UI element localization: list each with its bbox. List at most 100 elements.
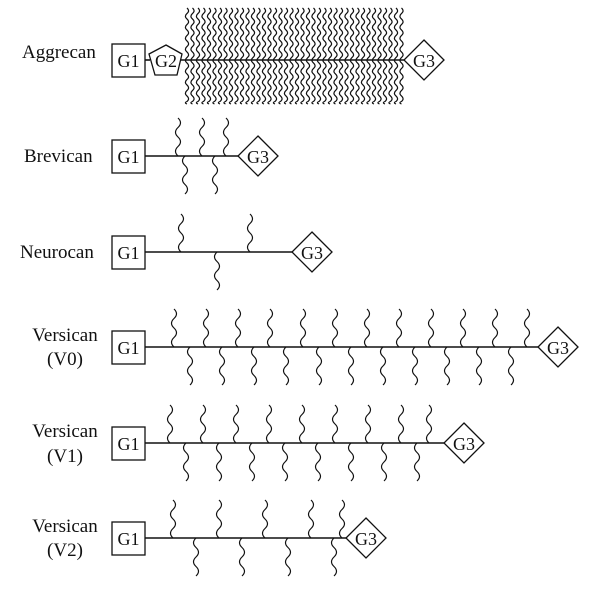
aggrecan-gag-strand [311, 7, 316, 105]
versican-v0-gag-chain-down [507, 346, 515, 386]
brevican-gag-chains [174, 117, 230, 195]
aggrecan-gag-strand [327, 7, 333, 105]
row-neurocan: Neurocan G1 G3 [20, 213, 333, 291]
versican-v0-gag-chain-up [266, 308, 274, 348]
aggrecan-gag-strand [382, 7, 388, 105]
row-versican-v0: Versican (V0) G1 G3 [32, 308, 579, 386]
row-label-aggrecan: Aggrecan [22, 42, 96, 63]
aggrecan-gag-strand [294, 7, 300, 105]
aggrecan-gag-strand [195, 7, 201, 105]
row-brevican: Brevican G1 G3 [24, 117, 279, 195]
versican-v1-g1-label: G1 [118, 434, 140, 454]
aggrecan-gag-strand [283, 7, 289, 105]
aggrecan-g2-domain [148, 44, 183, 76]
aggrecan-gag-strand [223, 7, 228, 105]
versican-v0-g1-domain [111, 330, 146, 365]
versican-v0-gag-chain-up [299, 308, 307, 348]
versican-v0-gag-chain-down [315, 346, 323, 386]
brevican-g1-domain [111, 139, 146, 174]
aggrecan-g1-label: G1 [118, 51, 140, 71]
aggrecan-gag-strand [349, 7, 355, 105]
versican-v0-g1-label: G1 [118, 338, 140, 358]
versican-v2-g1-label: G1 [118, 529, 140, 549]
aggrecan-gag-strand [256, 7, 261, 105]
brevican-gag-chain-down [181, 155, 189, 195]
aggrecan-gag-strand [360, 7, 366, 105]
aggrecan-gag-strand [388, 7, 393, 105]
versican-v0-gag-chain-up [395, 308, 403, 348]
versican-v0-gag-chain-down [475, 346, 483, 386]
versican-v2-gag-chain-up [307, 499, 315, 539]
aggrecan-gag-strand [184, 7, 190, 105]
versican-v1-gag-chain-up [397, 404, 405, 444]
aggrecan-g2-label: G2 [155, 51, 177, 71]
aggrecan-gag-strand [239, 7, 245, 105]
versican-v1-gag-chain-up [232, 404, 240, 444]
aggrecan-gag-strand [377, 7, 382, 105]
aggrecan-g3-domain [403, 39, 445, 81]
row-label-versican-v1-line2: (V1) [47, 446, 83, 467]
brevican-gag-chain-up [174, 117, 182, 157]
versican-v1-gag-chain-down [314, 442, 322, 482]
versican-v1-gag-chain-up [265, 404, 273, 444]
brevican-gag-chain-down [211, 155, 219, 195]
versican-v0-gag-chain-up [427, 308, 435, 348]
aggrecan-gag-strand [399, 7, 404, 105]
aggrecan-gag-strand [250, 7, 256, 105]
versican-v0-gag-chain-up [202, 308, 210, 348]
versican-v0-gag-chain-up [363, 308, 371, 348]
versican-v0-gag-chain-down [218, 346, 226, 386]
versican-v2-gag-chain-down [238, 537, 246, 577]
aggrecan-g3-label: G3 [413, 51, 435, 71]
versican-v1-gag-chain-up [425, 404, 433, 444]
brevican-gag-chain-up [198, 117, 206, 157]
aggrecan-gag-strand [190, 7, 195, 105]
aggrecan-gag-strand [316, 7, 322, 105]
aggrecan-gag-strand [228, 7, 234, 105]
versican-v2-gag-chain-down [284, 537, 292, 577]
brevican-g3-label: G3 [247, 147, 269, 167]
versican-v1-gag-chain-down [182, 442, 190, 482]
aggrecan-gag-strand [267, 7, 272, 105]
versican-v1-gag-chain-down [281, 442, 289, 482]
versican-v2-gag-chains [169, 499, 346, 577]
aggrecan-gag-strand [333, 7, 338, 105]
row-label-versican-v2-line2: (V2) [47, 540, 83, 561]
aggrecan-gag-strand [344, 7, 349, 105]
brevican-gag-chain-up [222, 117, 230, 157]
brevican-g1-label: G1 [118, 147, 140, 167]
aggrecan-gag-strand [261, 7, 267, 105]
neurocan-g3-label: G3 [301, 243, 323, 263]
versican-v0-gag-chain-down [282, 346, 290, 386]
versican-v2-g1-domain [111, 521, 146, 556]
row-label-versican-v0-line1: Versican [32, 325, 98, 346]
versican-v2-gag-chain-down [330, 537, 338, 577]
aggrecan-gag-strand [245, 7, 250, 105]
versican-v1-g3-domain [443, 422, 485, 464]
versican-v1-gag-chain-up [364, 404, 372, 444]
versican-v1-gag-chain-up [166, 404, 174, 444]
versican-v1-gag-chain-up [331, 404, 339, 444]
aggrecan-gag-strand [393, 7, 399, 105]
row-label-versican-v0-line2: (V0) [47, 349, 83, 370]
aggrecan-gag-strand [206, 7, 212, 105]
versican-v0-gag-chain-up [459, 308, 467, 348]
row-label-versican-v1-line1: Versican [32, 421, 98, 442]
versican-v2-g3-domain [345, 517, 387, 559]
neurocan-g3-domain [291, 231, 333, 273]
row-label-brevican: Brevican [24, 146, 93, 167]
versican-v0-gag-chain-down [186, 346, 194, 386]
versican-v1-gag-chain-up [298, 404, 306, 444]
aggrecan-gag-strand [201, 7, 206, 105]
versican-v2-g3-label: G3 [355, 529, 377, 549]
versican-v2-gag-chain-up [338, 499, 346, 539]
versican-v0-gag-chain-up [491, 308, 499, 348]
versican-v0-gag-chains [170, 308, 531, 386]
versican-v1-gag-chain-down [380, 442, 388, 482]
versican-v2-gag-chain-up [215, 499, 223, 539]
versican-v1-gag-chain-down [215, 442, 223, 482]
versican-v1-gag-chain-up [199, 404, 207, 444]
versican-v2-gag-chain-up [169, 499, 177, 539]
row-versican-v2: Versican (V2) G1 G3 [32, 499, 387, 577]
